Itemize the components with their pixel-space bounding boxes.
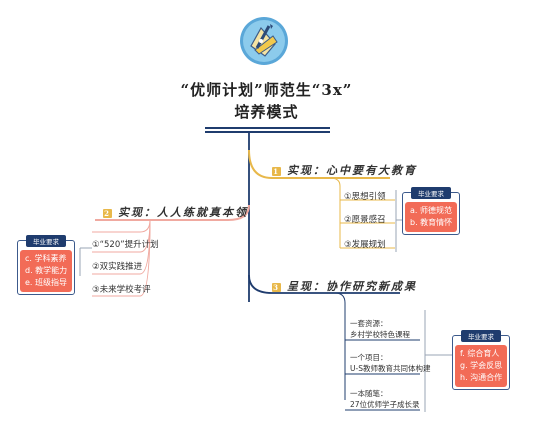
requirement-card-top-right: 毕业要求 a. 师德规范 b. 教育情怀: [402, 187, 461, 235]
branch-label-bottom-right: 3 呈现：协作研究新成果: [272, 278, 417, 294]
requirement-heading: 毕业要求: [461, 330, 501, 342]
list-item: 一本随笔： 27位优师学子成长录: [350, 388, 420, 410]
requirement-item: b. 教育情怀: [410, 218, 453, 227]
list-item: ③发展规划: [344, 240, 386, 250]
branch-label-text: 实现：心中要有大教育: [287, 164, 417, 177]
branch-label-left: 2 实现：人人练就真本领: [103, 204, 248, 220]
list-item: 一个项目： U-S教师教育共同体构建: [350, 352, 430, 374]
item-title: 一个项目：: [350, 353, 388, 362]
education-tools-icon: [240, 17, 288, 65]
requirement-list: a. 师德规范 b. 教育情怀: [405, 202, 458, 232]
requirement-item: c. 学科素养: [25, 254, 67, 263]
requirement-card-left: 毕业要求 c. 学科素养 d. 教学能力 e. 班级指导: [17, 235, 76, 295]
item-detail: 乡村学校特色课程: [350, 330, 410, 339]
branch-label-top-right: 1 实现：心中要有大教育: [272, 162, 417, 178]
requirement-item: e. 班级指导: [25, 278, 68, 287]
branch-label-text: 呈现：协作研究新成果: [287, 280, 417, 293]
requirement-item: a. 师德规范: [410, 206, 452, 215]
list-item: ③未来学校考评: [92, 285, 151, 295]
requirement-item: h. 沟通合作: [460, 373, 503, 382]
list-item: 一套资源： 乡村学校特色课程: [350, 318, 410, 340]
list-item: ②双实践推进: [92, 262, 143, 272]
branch-label-text: 实现：人人练就真本领: [118, 206, 248, 219]
item-detail: 27位优师学子成长录: [350, 400, 420, 409]
item-title: 一本随笔：: [350, 389, 388, 398]
requirement-heading: 毕业要求: [411, 187, 451, 199]
requirement-list: c. 学科素养 d. 教学能力 e. 班级指导: [20, 250, 73, 292]
requirement-card-bottom-right: 毕业要求 f. 综合育人 g. 学会反思 h. 沟通合作: [452, 330, 511, 390]
list-item: ①“520”提升计划: [92, 240, 159, 250]
requirement-item: g. 学会反思: [460, 361, 503, 370]
requirement-item: d. 教学能力: [25, 266, 68, 275]
branch-number-badge: 3: [272, 282, 281, 292]
list-item: ①思想引领: [344, 192, 386, 202]
item-title: 一套资源：: [350, 319, 388, 328]
requirement-heading: 毕业要求: [26, 235, 66, 247]
requirement-list: f. 综合育人 g. 学会反思 h. 沟通合作: [455, 345, 508, 387]
item-detail: U-S教师教育共同体构建: [350, 364, 431, 373]
main-title-line1: “优师计划”师范生“3x”: [180, 81, 353, 99]
requirement-item: f. 综合育人: [460, 349, 500, 358]
main-title-line2: 培养模式: [234, 103, 299, 121]
branch-number-badge: 1: [272, 166, 281, 176]
list-item: ②愿景感召: [344, 215, 386, 225]
branch-number-badge: 2: [103, 208, 112, 218]
